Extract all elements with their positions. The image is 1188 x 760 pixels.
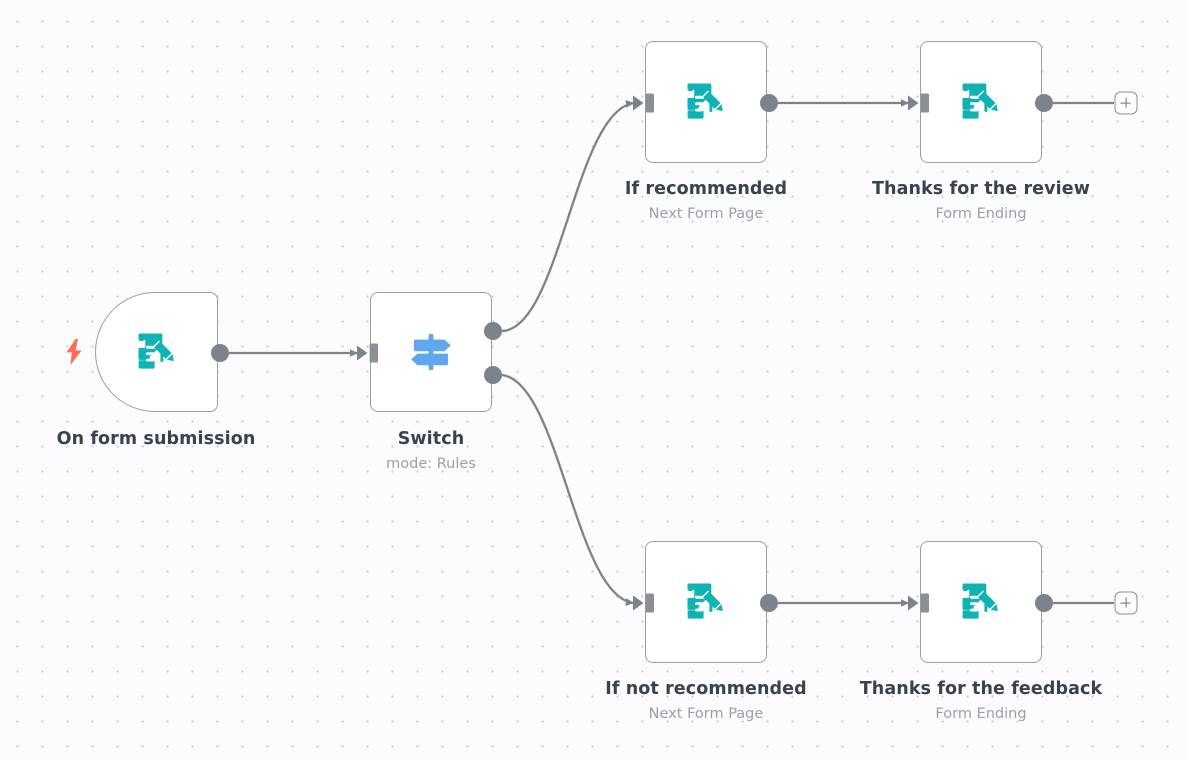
form-document-pencil-icon <box>962 583 998 619</box>
output-port-if-not-recommended[interactable] <box>760 594 778 612</box>
node-title-switch: Switch <box>397 429 465 449</box>
signpost-switch-icon <box>411 334 451 370</box>
node-if-not-recommended[interactable] <box>645 541 767 663</box>
node-subtitle-if-recommended: Next Form Page <box>648 206 764 222</box>
input-port-if-not-recommended[interactable] <box>632 591 658 615</box>
input-port-thanks-for-the-feedback[interactable] <box>907 591 933 615</box>
node-title-if-not-recommended: If not recommended <box>605 679 807 699</box>
node-title-if-recommended: If recommended <box>624 179 788 199</box>
add-node-button-add-node-top[interactable] <box>1114 91 1138 115</box>
add-node-button-add-node-bottom[interactable] <box>1114 591 1138 615</box>
input-port-thanks-for-the-review[interactable] <box>907 91 933 115</box>
node-title-thanks-for-the-feedback: Thanks for the feedback <box>859 679 1103 699</box>
form-document-pencil-icon <box>687 583 723 619</box>
connection-switch-to-if-not-recommended[interactable] <box>501 373 635 607</box>
input-port-if-recommended[interactable] <box>632 91 658 115</box>
output-port-on-form-submission[interactable] <box>211 344 229 362</box>
output-port-switch-true[interactable] <box>484 322 502 340</box>
node-thanks-for-the-feedback[interactable] <box>920 541 1042 663</box>
output-port-thanks-for-the-review[interactable] <box>1035 94 1053 112</box>
node-switch[interactable] <box>370 292 492 412</box>
node-label-on-form-submission: On form submission <box>57 428 256 450</box>
lightning-bolt-icon <box>66 338 82 366</box>
node-subtitle-switch: mode: Rules <box>386 456 476 472</box>
node-title-thanks-for-the-review: Thanks for the review <box>872 179 1090 199</box>
node-on-form-submission[interactable] <box>95 292 218 412</box>
node-if-recommended[interactable] <box>645 41 767 163</box>
node-subtitle-thanks-for-the-review: Form Ending <box>935 206 1027 222</box>
output-port-switch-false[interactable] <box>484 366 502 384</box>
connection-switch-to-if-recommended[interactable] <box>501 100 635 333</box>
output-port-thanks-for-the-feedback[interactable] <box>1035 594 1053 612</box>
output-port-if-recommended[interactable] <box>760 94 778 112</box>
node-label-switch: Switch mode: Rules <box>386 428 476 474</box>
form-document-pencil-icon <box>962 83 998 119</box>
input-port-switch[interactable] <box>356 341 382 365</box>
node-thanks-for-the-review[interactable] <box>920 41 1042 163</box>
node-title-on-form-submission: On form submission <box>56 429 256 449</box>
form-document-pencil-icon <box>687 83 723 119</box>
node-subtitle-if-not-recommended: Next Form Page <box>648 706 764 722</box>
form-document-pencil-icon <box>138 333 174 369</box>
node-subtitle-thanks-for-the-feedback: Form Ending <box>935 706 1027 722</box>
